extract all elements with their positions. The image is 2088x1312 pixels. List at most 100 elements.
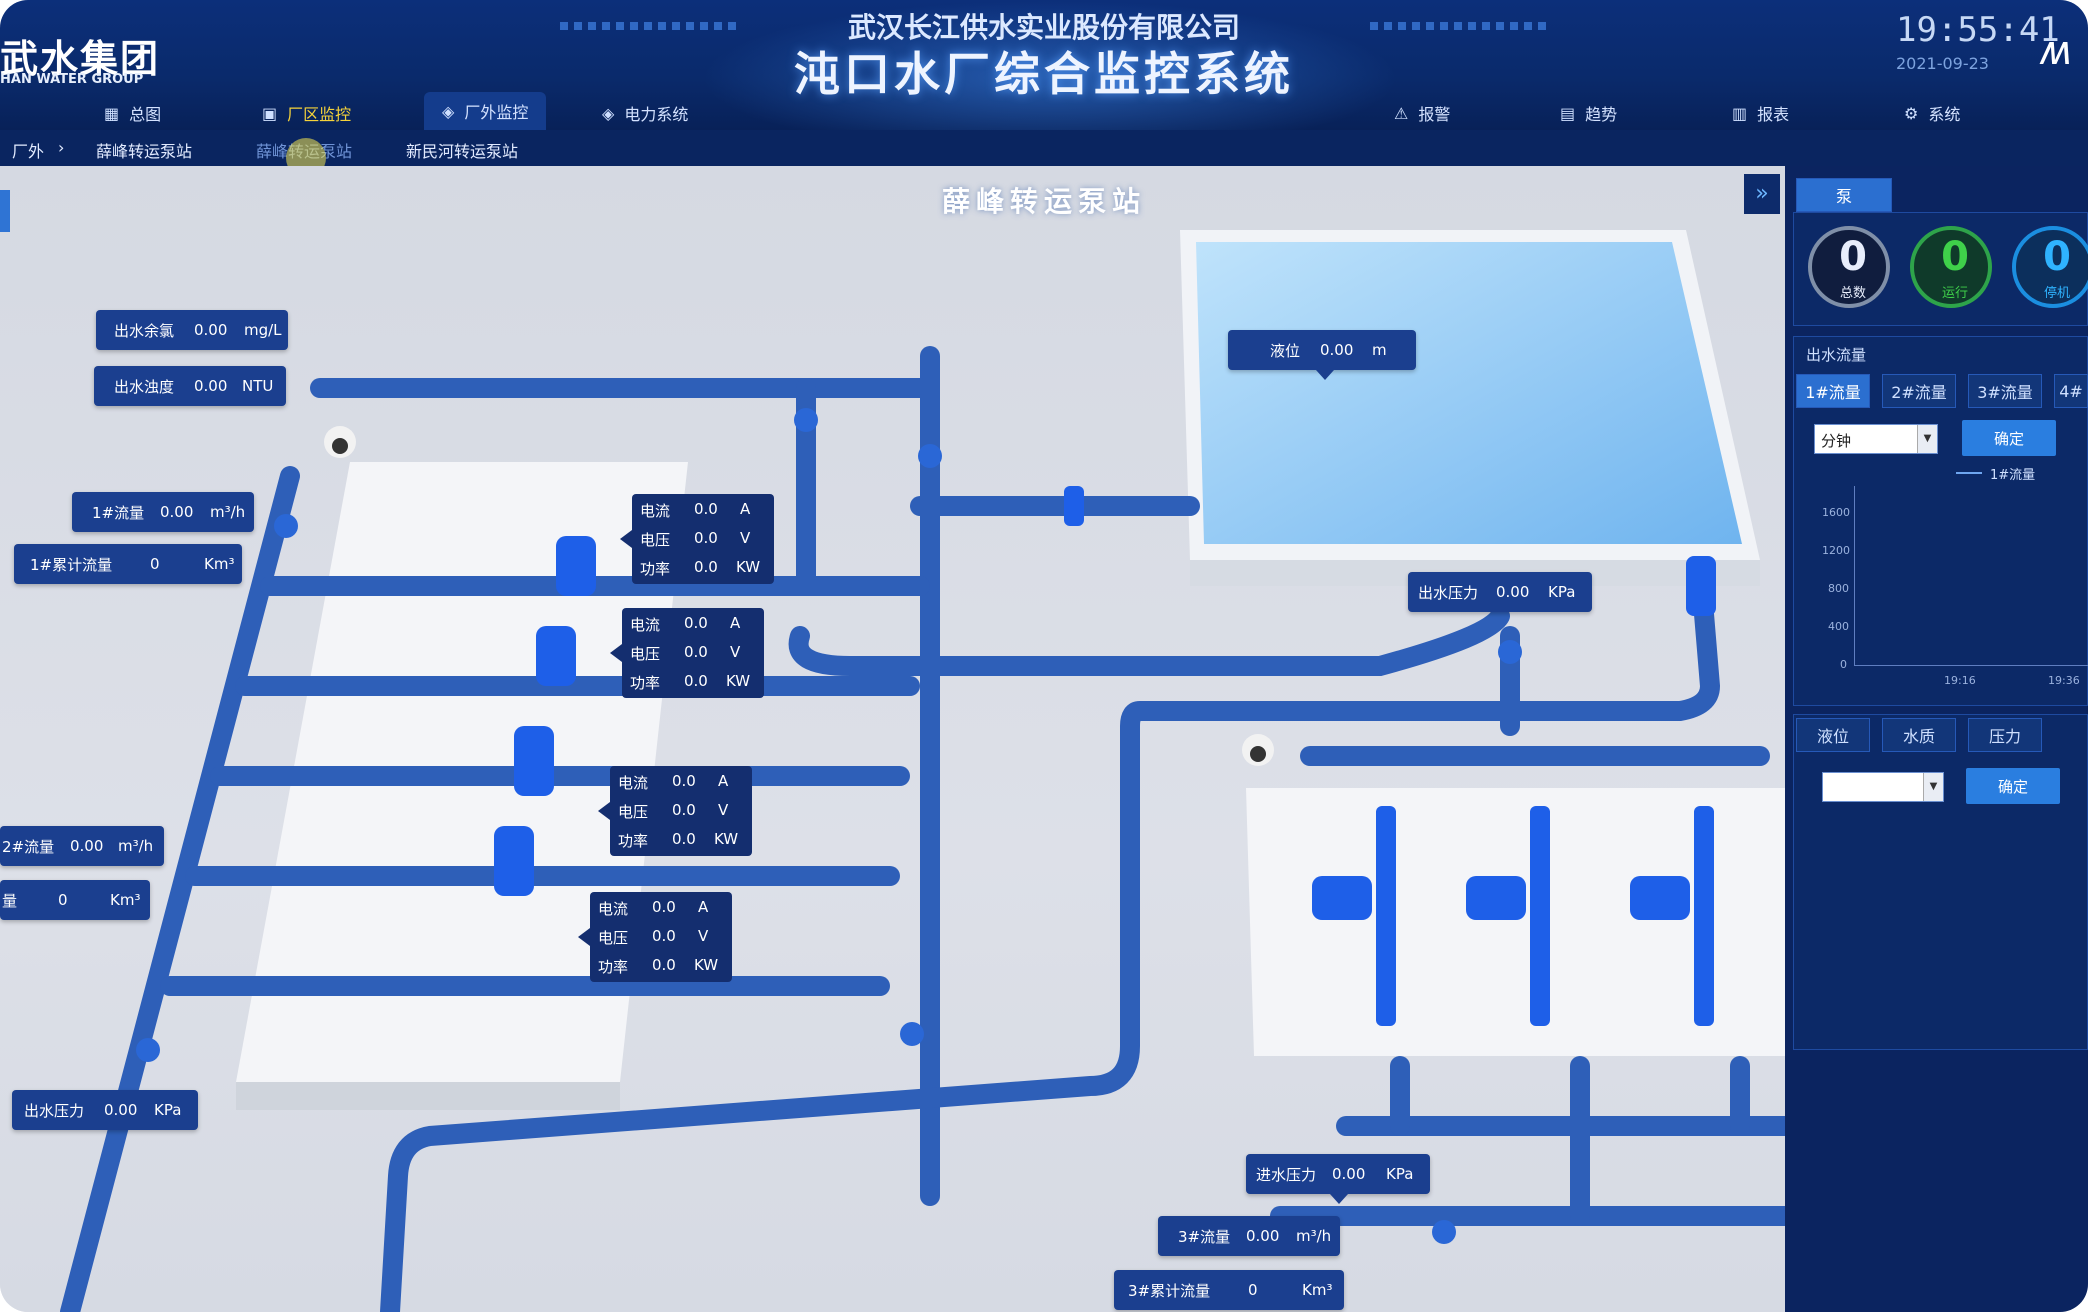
clock-date: 2021-09-23 <box>1896 54 1989 73</box>
tag-value: 0 <box>150 555 160 573</box>
tag-value: 0 <box>58 891 68 909</box>
in-pressure-pointer <box>1330 1194 1348 1204</box>
cumulative-flow3-tag: 3#累计流量 0 Km³ <box>1114 1270 1344 1310</box>
metric-value: 0.0 <box>652 956 676 974</box>
metric-value: 0.0 <box>694 529 718 547</box>
nav-item-power[interactable]: ◈ 电力系统 <box>602 98 688 128</box>
clock-time: 19:55:41 <box>1896 10 2060 50</box>
nav-label: 报警 <box>1418 105 1451 124</box>
chevron-down-icon: ▼ <box>1917 425 1937 453</box>
metric-name: 功率 <box>598 958 629 976</box>
wave-logo-icon: ʍ <box>2040 28 2073 74</box>
tag-value: 0 <box>1248 1281 1258 1299</box>
metric-unit: A <box>718 772 729 790</box>
tag-unit: m³/h <box>1296 1227 1332 1245</box>
tag-name: 液位 <box>1270 341 1301 360</box>
metric-select[interactable]: ▼ <box>1822 772 1944 802</box>
page-title: 沌口水厂综合监控系统 <box>794 47 1294 101</box>
metric-unit: V <box>740 529 751 547</box>
tag-unit: m³/h <box>118 837 154 855</box>
pump-pointer <box>578 928 590 946</box>
breadcrumb-item[interactable]: 新民河转运泵站 <box>406 142 519 161</box>
metric-value: 0.0 <box>694 500 718 518</box>
tab-flow4[interactable]: 4# <box>2054 374 2088 408</box>
metric-name: 电流 <box>598 900 629 918</box>
nav-label: 厂外监控 <box>464 103 529 122</box>
tag-value: 0.00 <box>194 377 228 395</box>
breadcrumb: 厂外 › 薛峰转运泵站 薛峰转运泵站 新民河转运泵站 <box>0 130 2088 166</box>
metric-value: 0.0 <box>684 672 708 690</box>
chevron-right-icon: › <box>58 138 65 157</box>
logo-subtitle: HAN WATER GROUP <box>0 72 144 87</box>
nav-label: 趋势 <box>1585 105 1618 124</box>
out-turbidity-tag: 出水浊度 0.00 NTU <box>94 366 286 406</box>
tag-unit: NTU <box>242 377 274 395</box>
tab-flow3[interactable]: 3#流量 <box>1968 374 2042 408</box>
nav-item-system[interactable]: ⚙ 系统 <box>1904 98 1960 128</box>
nav-item-alarm[interactable]: ⚠ 报警 <box>1394 98 1450 128</box>
tab-pump[interactable]: 泵 <box>1796 178 1892 212</box>
metric-unit: KW <box>736 558 761 576</box>
tab-flow2[interactable]: 2#流量 <box>1882 374 1956 408</box>
tag-value: 0.00 <box>1496 583 1530 601</box>
flow3-tag: 3#流量 0.00 m³/h <box>1158 1216 1340 1256</box>
out-pressure-right-tag: 出水压力 0.00 KPa <box>1408 572 1592 612</box>
nav-item-plant-monitor[interactable]: ▣ 厂区监控 <box>262 98 351 128</box>
nav-label: 报表 <box>1757 105 1790 124</box>
breadcrumb-root[interactable]: 厂外 <box>12 142 45 161</box>
confirm-button[interactable]: 确定 <box>1962 420 2056 456</box>
metric-name: 电流 <box>618 774 649 792</box>
total-count-circle: 0 总数 <box>1808 226 1890 308</box>
tag-value: 0.00 <box>1246 1227 1280 1245</box>
tab-water-quality[interactable]: 水质 <box>1882 718 1956 752</box>
pump-pointer <box>620 530 632 548</box>
total-count-value: 0 <box>1839 234 1867 280</box>
valves <box>136 408 1522 1244</box>
stopped-count-label: 停机 <box>2043 286 2070 301</box>
quality-card <box>1793 714 2088 1050</box>
tab-level[interactable]: 液位 <box>1796 718 1870 752</box>
pipe-network <box>60 230 1785 1312</box>
tag-unit: KPa <box>1548 583 1576 601</box>
running-count-label: 运行 <box>1941 286 1968 301</box>
left-expand-tab[interactable] <box>0 190 10 232</box>
metric-unit: A <box>730 614 741 632</box>
nav-item-overview[interactable]: ▦ 总图 <box>104 98 161 128</box>
nav-item-report[interactable]: ▥ 报表 <box>1732 98 1789 128</box>
in-pressure-tag: 进水压力 0.00 KPa <box>1246 1154 1430 1194</box>
running-count-value: 0 <box>1941 234 1969 280</box>
tag-unit: KPa <box>1386 1165 1414 1183</box>
breadcrumb-item[interactable]: 薛峰转运泵站 <box>96 142 193 161</box>
tag-name: 1#累计流量 <box>30 555 113 574</box>
chart-x-axis <box>1854 665 2088 666</box>
scene-3d-view: 薛峰转运泵站 » 出水余氯 0.00 mg/L 出水浊度 0.00 NTU 1#… <box>0 166 1785 1312</box>
tag-value: 0.00 <box>194 321 228 339</box>
nav-item-trend[interactable]: ▤ 趋势 <box>1560 98 1617 128</box>
metric-unit: V <box>718 801 729 819</box>
tag-value: 0.00 <box>70 837 104 855</box>
y-tick: 800 <box>1828 582 1849 595</box>
outflow-title: 出水流量 <box>1806 346 1867 364</box>
x-tick: 19:16 <box>1944 674 1976 687</box>
tag-name: 3#累计流量 <box>1128 1281 1211 1300</box>
reservoir-water <box>1196 242 1742 544</box>
y-tick: 1600 <box>1822 506 1850 519</box>
tab-flow1[interactable]: 1#流量 <box>1796 374 1870 408</box>
pumps-group <box>494 486 1716 1026</box>
cumulative-flow1-tag: 1#累计流量 0 Km³ <box>14 544 242 584</box>
confirm-button-2[interactable]: 确定 <box>1966 768 2060 804</box>
total-count-label: 总数 <box>1839 286 1866 301</box>
y-tick: 400 <box>1828 620 1849 633</box>
tag-unit: mg/L <box>244 321 282 339</box>
nav-label: 总图 <box>129 105 162 124</box>
level-tag: 液位 0.00 m <box>1228 330 1416 370</box>
collapse-panel-button[interactable]: » <box>1744 174 1780 214</box>
camera-icon: ◈ <box>442 101 455 121</box>
out-pressure-left-tag: 出水压力 0.00 KPa <box>12 1090 198 1130</box>
interval-select[interactable]: 分钟 ▼ <box>1814 424 1938 454</box>
metric-name: 功率 <box>618 832 649 850</box>
tab-pressure[interactable]: 压力 <box>1968 718 2042 752</box>
nav-item-offsite-monitor[interactable]: ◈ 厂外监控 <box>424 92 547 130</box>
